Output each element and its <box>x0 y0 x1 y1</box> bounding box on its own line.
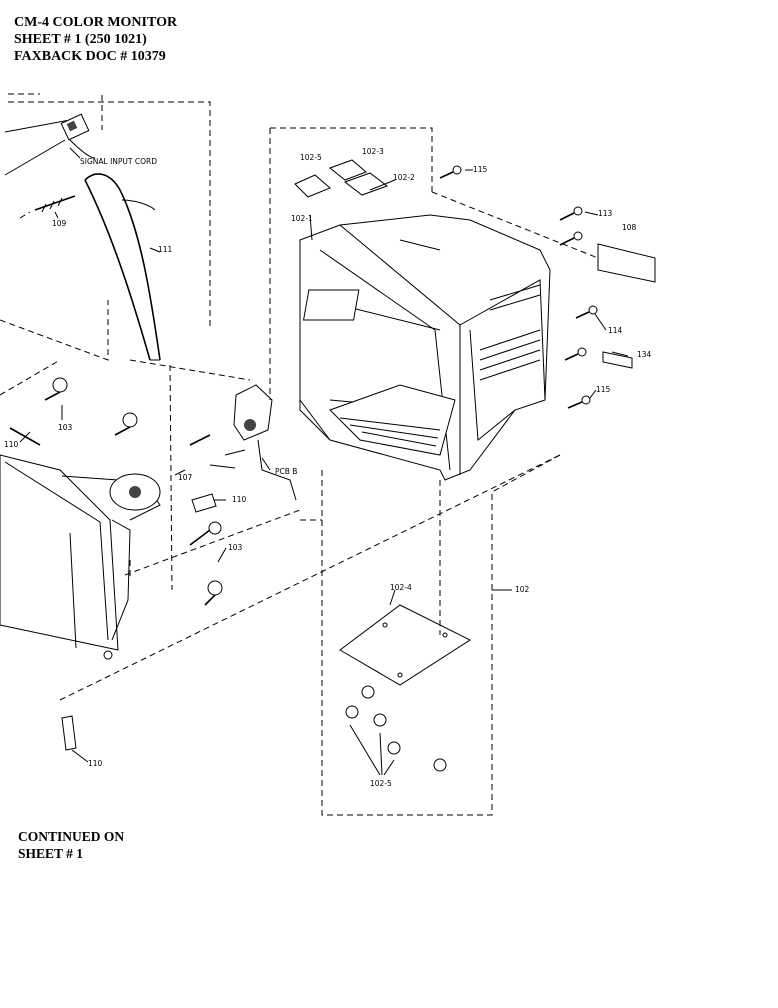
label-111: 111 <box>158 245 173 254</box>
label-114: 114 <box>608 326 623 335</box>
sheet-ref-line: SHEET # 1 <box>18 846 84 861</box>
label-110-bottom: 110 <box>88 759 103 768</box>
strap-111 <box>84 173 161 361</box>
monitor-cabinet <box>299 214 551 481</box>
label-107: 107 <box>178 473 193 482</box>
connecting-dashes <box>59 364 561 701</box>
label-102: 102 <box>515 585 530 594</box>
screws-103-left <box>9 377 223 606</box>
label-115-top: 115 <box>473 165 488 174</box>
crt-front-assembly <box>0 454 161 660</box>
label-110-middle: 110 <box>232 495 247 504</box>
label-113: 113 <box>598 209 613 218</box>
label-102-1: 102-1 <box>291 214 313 223</box>
cabinet-boundary <box>269 127 609 816</box>
label-109: 109 <box>52 219 67 228</box>
label-108: 108 <box>622 223 637 232</box>
wedge-110 <box>61 493 217 751</box>
label-102-5-top: 102-5 <box>300 153 322 162</box>
label-110-left: 110 <box>4 440 19 449</box>
cabinet-screws <box>439 165 598 409</box>
label-pcb-b: PCB B <box>275 467 297 476</box>
pcb-b-board <box>209 384 297 501</box>
label-sheets <box>294 159 389 198</box>
label-103-left: 103 <box>58 423 73 432</box>
continued-note: CONTINUED ON SHEET # 1 <box>18 828 124 862</box>
front-assembly-boundary <box>0 93 251 396</box>
label-115-bottom: 115 <box>596 385 611 394</box>
label-103-right: 103 <box>228 543 243 552</box>
label-102-5-bottom: 102-5 <box>370 779 392 788</box>
continued-line: CONTINUED ON <box>18 829 125 844</box>
label-signal-input-cord: SIGNAL INPUT CORD <box>80 157 157 166</box>
sheet-line: SHEET # 1 (250 1021) <box>14 32 147 47</box>
leader-lines <box>19 147 629 763</box>
screw-109 <box>34 195 76 213</box>
label-102-3: 102-3 <box>362 147 384 156</box>
bottom-plate-assembly <box>339 480 472 776</box>
label-134: 134 <box>637 350 652 359</box>
label-102-2: 102-2 <box>393 173 415 182</box>
header-block: CM-4 COLOR MONITOR SHEET # 1 (250 1021) … <box>14 14 177 65</box>
signal-input-cord <box>4 113 96 176</box>
label-108-and-134 <box>597 243 656 369</box>
label-102-4: 102-4 <box>390 583 412 592</box>
faxback-line: FAXBACK DOC # 10379 <box>14 49 166 64</box>
title-line: CM-4 COLOR MONITOR <box>14 15 178 30</box>
